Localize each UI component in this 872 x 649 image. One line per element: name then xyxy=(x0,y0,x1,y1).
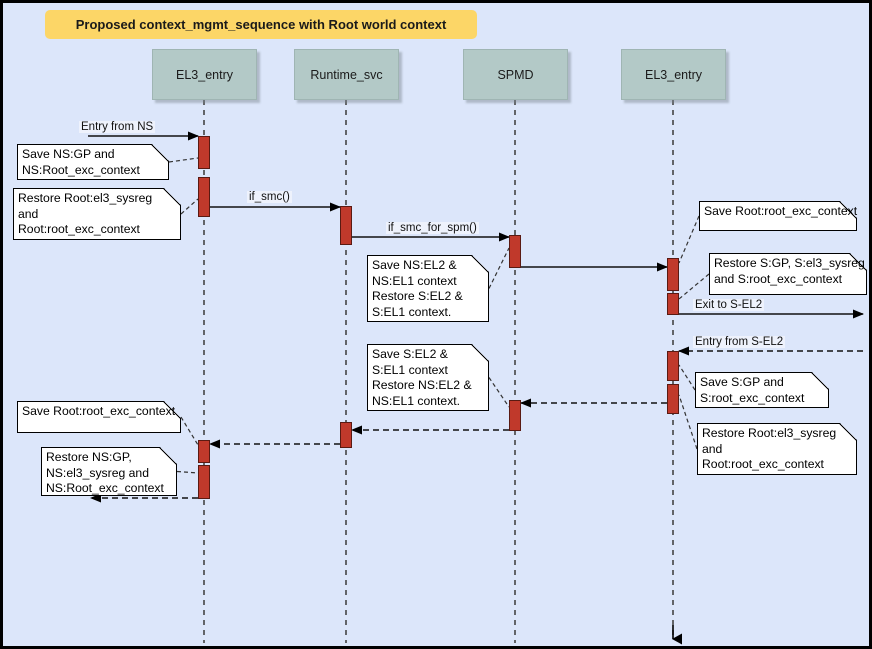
note-fold-edge xyxy=(159,447,177,465)
lifeline-label: Runtime_svc xyxy=(310,67,383,82)
note-fold-edge xyxy=(471,255,489,273)
msg-if-smc-label: if_smc() xyxy=(247,191,292,203)
note-text: Save S:GP and S:root_exc_context xyxy=(700,375,805,405)
note-save-s-gp-connector xyxy=(678,364,696,391)
msg-entry-from-sel2-label: Entry from S-EL2 xyxy=(693,336,786,348)
msg-entry-from-ns-label: Entry from NS xyxy=(79,121,156,133)
lifeline-head-SPMD[interactable]: SPMD xyxy=(463,49,568,100)
note-text: Save Root:root_exc_context xyxy=(22,404,176,418)
note-fold-edge xyxy=(151,144,169,162)
act-spmd-2[interactable] xyxy=(509,400,521,431)
note-save-root-exc-r[interactable]: Save Root:root_exc_context xyxy=(699,201,857,231)
note-text: Save NS:EL2 & NS:EL1 context Restore S:E… xyxy=(372,258,463,319)
note-save-root-exc-r-connector xyxy=(678,215,700,264)
note-save-ns-el2[interactable]: Save NS:EL2 & NS:EL1 context Restore S:E… xyxy=(367,255,489,322)
note-fold-edge xyxy=(163,401,181,419)
act-el3l-2[interactable] xyxy=(198,177,210,217)
act-el3l-3[interactable] xyxy=(198,440,210,463)
msg-exit-to-sel2-label: Exit to S-EL2 xyxy=(693,299,765,311)
note-save-s-gp[interactable]: Save S:GP and S:root_exc_context xyxy=(695,372,829,408)
note-save-ns-gp[interactable]: Save NS:GP and NS:Root_exc_context xyxy=(17,144,169,180)
note-text: Restore S:GP, S:el3_sysreg and S:root_ex… xyxy=(714,256,865,286)
diagram-title: Proposed context_mgmt_sequence with Root… xyxy=(45,10,477,39)
note-text: Save Root:root_exc_context xyxy=(704,204,858,218)
note-save-ns-el2-connector xyxy=(488,247,510,289)
note-restore-s-gp[interactable]: Restore S:GP, S:el3_sysreg and S:root_ex… xyxy=(709,253,867,295)
act-el3r-2[interactable] xyxy=(667,293,679,315)
lifeline-label: SPMD xyxy=(497,67,534,82)
note-save-root-exc-l[interactable]: Save Root:root_exc_context xyxy=(17,401,181,433)
note-text: Restore Root:el3_sysreg and Root:root_ex… xyxy=(18,191,153,236)
note-restore-ns-gp[interactable]: Restore NS:GP, NS:el3_sysreg and NS:Root… xyxy=(41,447,177,496)
diagram-vector-layer xyxy=(88,100,864,645)
note-fold-edge xyxy=(839,423,857,441)
act-spmd-1[interactable] xyxy=(509,235,521,268)
note-save-ns-gp-connector xyxy=(168,157,199,163)
note-restore-root-el3-r-connector xyxy=(678,394,698,450)
note-restore-s-gp-connector xyxy=(678,273,710,300)
note-text: Save S:EL2 & S:EL1 context Restore NS:EL… xyxy=(372,347,472,408)
note-restore-ns-gp-connector xyxy=(176,470,199,474)
note-text: Save NS:GP and NS:Root_exc_context xyxy=(22,147,140,177)
lifeline-head-EL3_entry_left[interactable]: EL3_entry xyxy=(152,49,257,100)
lifeline-label: EL3_entry xyxy=(645,67,702,82)
act-rtsvc-2[interactable] xyxy=(340,422,352,448)
msg-if-smc-for-spm-label: if_smc_for_spm() xyxy=(386,222,479,234)
note-fold-edge xyxy=(811,372,829,390)
lifeline-head-EL3_entry_right[interactable]: EL3_entry xyxy=(621,49,726,100)
act-el3l-1[interactable] xyxy=(198,136,210,169)
note-restore-root-el3-connector xyxy=(180,198,199,215)
lifeline-head-Runtime_svc[interactable]: Runtime_svc xyxy=(294,49,399,100)
act-rtsvc-1[interactable] xyxy=(340,206,352,245)
note-restore-root-el3[interactable]: Restore Root:el3_sysreg and Root:root_ex… xyxy=(13,188,181,240)
note-fold-edge xyxy=(471,344,489,362)
lifeline-label: EL3_entry xyxy=(176,67,233,82)
note-fold-edge xyxy=(849,253,867,271)
act-el3r-4[interactable] xyxy=(667,384,679,414)
act-el3r-1[interactable] xyxy=(667,258,679,291)
act-el3l-4[interactable] xyxy=(198,465,210,499)
note-text: Restore NS:GP, NS:el3_sysreg and NS:Root… xyxy=(46,450,164,495)
note-save-s-el2-connector xyxy=(488,377,510,408)
note-restore-root-el3-r[interactable]: Restore Root:el3_sysreg and Root:root_ex… xyxy=(697,423,857,475)
note-fold-edge xyxy=(163,188,181,206)
note-fold-edge xyxy=(839,201,857,219)
note-save-root-exc-l-connector xyxy=(180,416,199,446)
note-save-s-el2[interactable]: Save S:EL2 & S:EL1 context Restore NS:EL… xyxy=(367,344,489,411)
act-el3r-3[interactable] xyxy=(667,351,679,381)
note-text: Restore Root:el3_sysreg and Root:root_ex… xyxy=(702,426,837,471)
